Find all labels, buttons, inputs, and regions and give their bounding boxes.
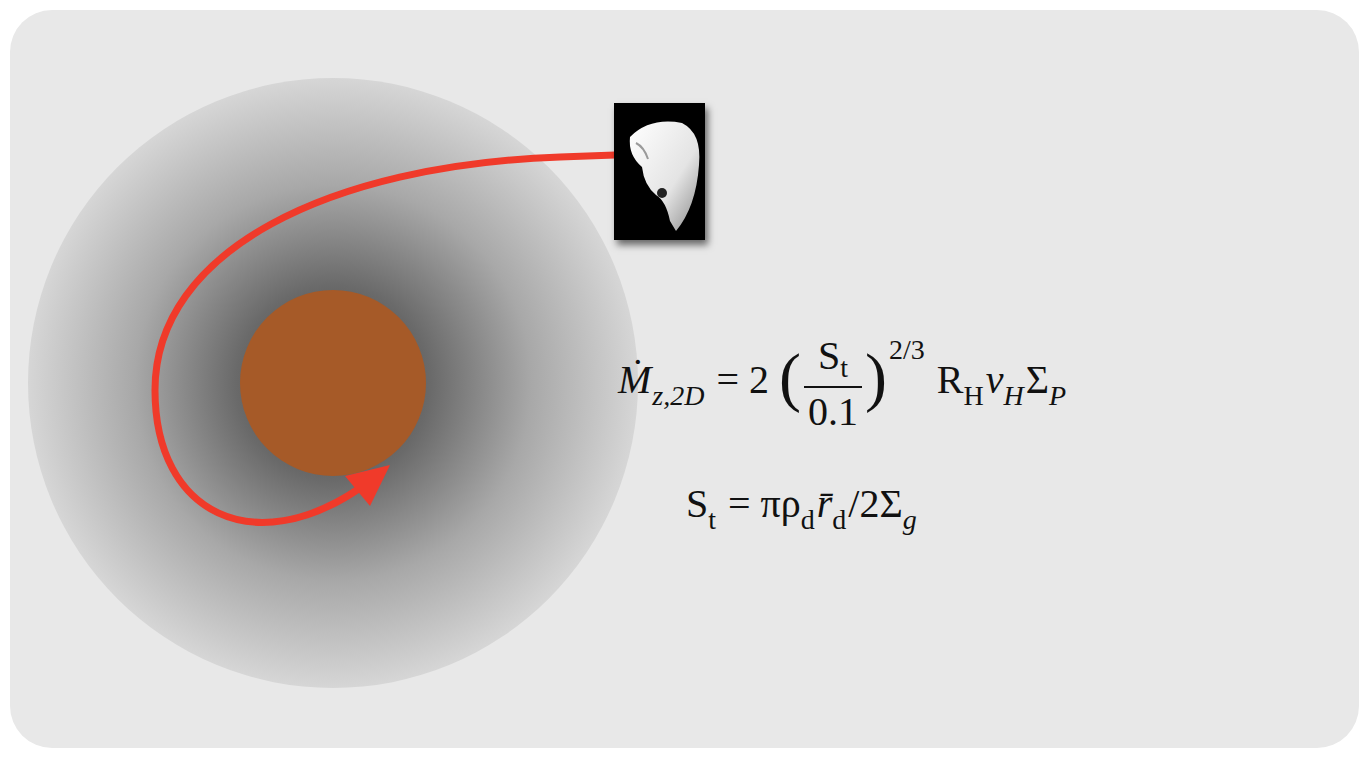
math-subscript: g: [903, 504, 917, 535]
math-subscript: z,2D: [652, 380, 704, 411]
math-symbol: Σ: [1026, 357, 1049, 402]
math-subscript: H: [963, 380, 983, 411]
gas-envelope: [28, 78, 638, 688]
fraction-denominator: 0.1: [804, 388, 862, 433]
math-operator: = 2: [716, 357, 769, 402]
math-symbol: R: [937, 357, 964, 402]
background-panel: [10, 10, 1359, 748]
math-subscript: d: [832, 504, 846, 535]
math-subscript: d: [801, 504, 815, 535]
math-symbol: Ṁ: [618, 357, 651, 402]
math-number: 0.1: [808, 389, 858, 434]
math-subscript: P: [1049, 380, 1066, 411]
math-subscript: H: [1003, 380, 1023, 411]
fraction-numerator: St: [804, 335, 862, 387]
math-subscript: t: [708, 504, 716, 535]
accretion-equation: Ṁz,2D= 2(St0.1)2/3RHvHΣP: [618, 334, 1066, 433]
asteroid-body: [630, 122, 700, 231]
trajectory-arrow: [155, 155, 615, 522]
asteroid-picture: [614, 103, 705, 240]
stokes-equation: St= πρdr̄d/2Σg: [686, 480, 917, 536]
math-symbol: S: [818, 333, 840, 378]
math-paren: (: [779, 340, 801, 413]
math-fraction: St0.1: [804, 335, 862, 432]
math-exponent: 2/3: [889, 334, 925, 365]
math-operator: /2Σ: [848, 481, 902, 526]
math-paren: ): [865, 340, 887, 413]
asteroid-ridge: [636, 143, 648, 159]
math-symbol: r̄: [817, 481, 833, 526]
asteroid-crater: [657, 188, 667, 198]
planet-core: [240, 290, 426, 476]
arrow-head: [345, 465, 390, 506]
asteroid-image: [614, 103, 705, 240]
math-symbol: v: [986, 357, 1004, 402]
math-subscript: t: [840, 352, 848, 383]
math-symbol: S: [686, 481, 708, 526]
math-operator: = πρ: [728, 481, 801, 526]
